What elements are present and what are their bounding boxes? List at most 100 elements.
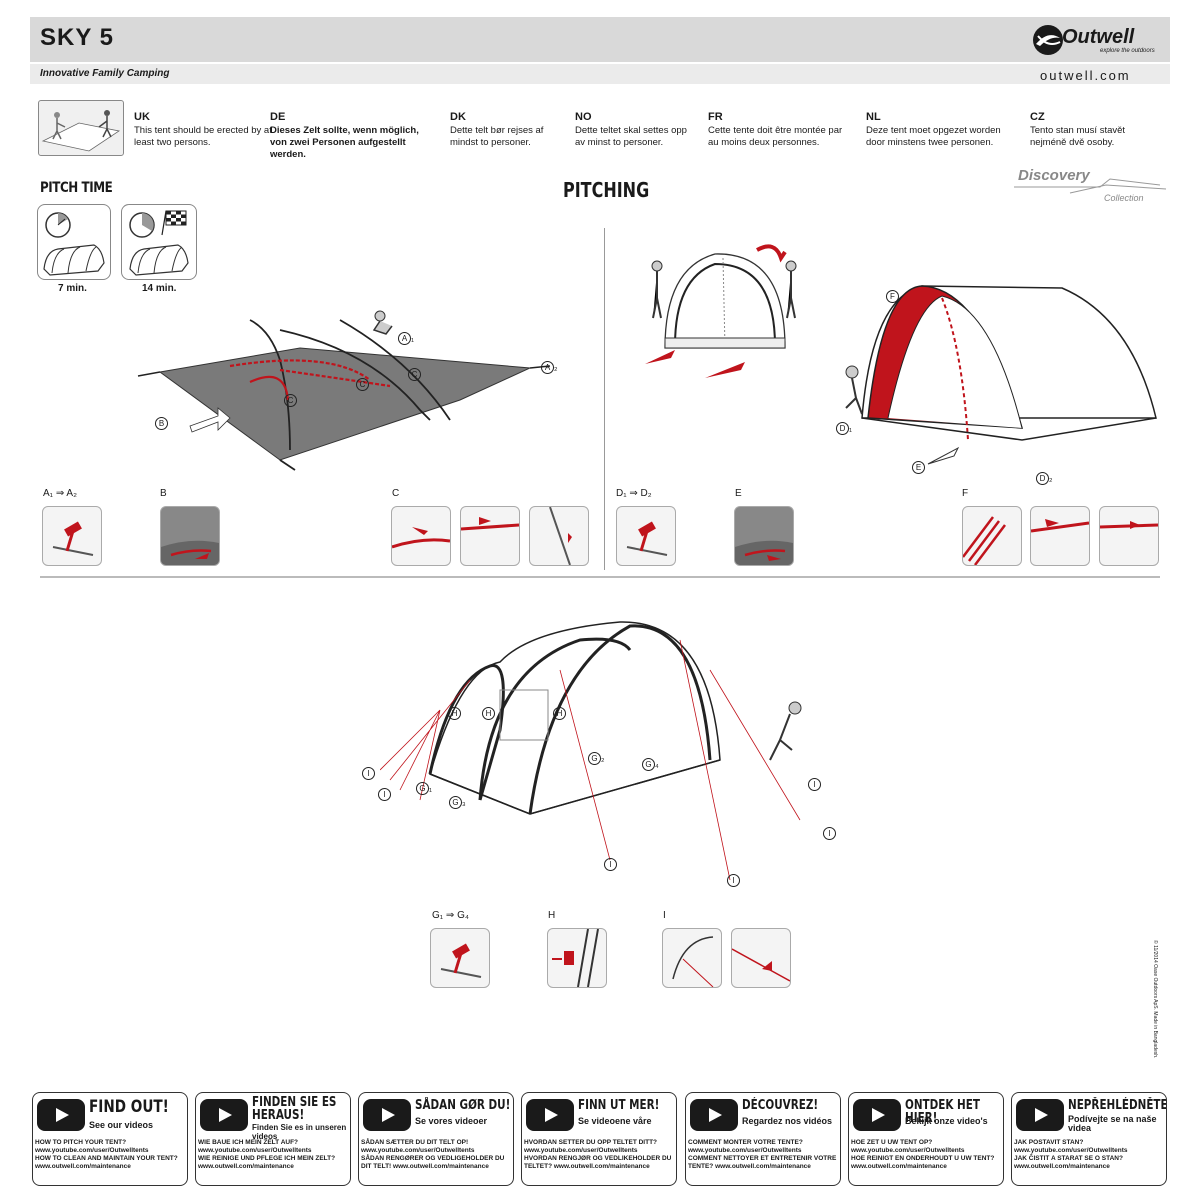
step-label-a: A₁ ⇒ A₂ — [43, 488, 77, 499]
footer-video-nl[interactable]: ONTDEK HET HIER! Bekijk onze video's HOE… — [848, 1092, 1004, 1186]
pole-sleeve-icon — [392, 527, 450, 549]
step-label-f: F — [962, 488, 969, 499]
callout-f-main: F — [886, 290, 899, 303]
step-label-b: B — [160, 488, 167, 499]
page-title: SKY 5 — [40, 24, 114, 51]
guyline-tent-icon — [672, 936, 714, 987]
pitch-time-card-2 — [121, 204, 197, 280]
step-i-image-1 — [662, 928, 722, 988]
lang-no: NO Dette teltet skal settes opp av minst… — [575, 111, 687, 148]
outer-tent-illustration — [845, 285, 1157, 465]
callout-e: E — [912, 461, 925, 474]
collection-logo-text: Collection — [1104, 193, 1144, 203]
callout-c-2: C — [408, 368, 421, 381]
clock-tent-icon — [43, 212, 105, 276]
step-label-h: H — [548, 910, 556, 921]
step-f-image-3 — [1099, 506, 1159, 566]
persons-sheet-icon — [41, 110, 121, 152]
groundsheet-illustration — [137, 310, 551, 471]
website-link[interactable]: outwell.com — [1040, 68, 1131, 83]
discovery-logo-text: Discovery — [1018, 167, 1090, 184]
step-d-image — [616, 506, 676, 566]
footer-video-no[interactable]: FINN UT MER! Se videoene våre HVORDAN SE… — [521, 1092, 677, 1186]
page-subtitle: Innovative Family Camping — [40, 68, 170, 79]
footer-video-dk[interactable]: SÅDAN GØR DU! Se vores videoer SÅDAN SÆT… — [358, 1092, 514, 1186]
step-c-image-3 — [529, 506, 589, 566]
peg-hammer-icon — [52, 521, 94, 556]
pole-join-icon — [1031, 519, 1089, 533]
step-e-image — [734, 506, 794, 566]
callout-h-3: H — [553, 707, 566, 720]
step-label-c: C — [392, 488, 400, 499]
step-label-d: D₁ ⇒ D₂ — [616, 488, 652, 499]
red-poles-icon — [963, 516, 1006, 565]
footer-video-cz[interactable]: NEPŘEHLÉDNĚTE! Podívejte se na naše vide… — [1011, 1092, 1167, 1186]
lang-de: DE Dieses Zelt sollte, wenn möglich, von… — [270, 111, 419, 160]
footer-video-fr[interactable]: DÉCOUVREZ! Regardez nos vidéos COMMENT M… — [685, 1092, 841, 1186]
callout-i-5: I — [604, 858, 617, 871]
pitch-time-1: 7 min. — [58, 283, 87, 294]
play-icon[interactable] — [37, 1099, 85, 1131]
callout-h-1: H — [448, 707, 461, 720]
callout-i-4: I — [823, 827, 836, 840]
step-i-image-2 — [731, 928, 791, 988]
lang-uk: UK This tent should be erected by at lea… — [134, 111, 272, 148]
brand-name: Outwell — [1062, 26, 1135, 48]
pitch-time-2: 14 min. — [142, 283, 177, 294]
pole-end-icon — [549, 507, 572, 565]
step-label-g: G₁ ⇒ G₄ — [432, 910, 469, 921]
step-c-image-2 — [460, 506, 520, 566]
callout-b: B — [155, 417, 168, 430]
step-label-e: E — [735, 488, 742, 499]
play-icon[interactable] — [690, 1099, 738, 1131]
step-c-image-1 — [391, 506, 451, 566]
step-f-image-1 — [962, 506, 1022, 566]
pole-clip-icon — [1100, 521, 1158, 529]
callout-c-1: C — [356, 378, 369, 391]
step-g-image — [430, 928, 490, 988]
pitch-time-card-1 — [37, 204, 111, 280]
subtitle-bar — [30, 64, 1170, 84]
lang-fr: FR Cette tente doit être montée par au m… — [708, 111, 843, 148]
step-label-i: I — [663, 910, 666, 921]
brand-tagline: explore the outdoors — [1100, 48, 1155, 54]
pole-insert-icon — [161, 540, 219, 565]
guyline-tension-icon — [732, 948, 790, 982]
callout-h-2: H — [482, 707, 495, 720]
play-icon[interactable] — [363, 1099, 411, 1131]
pitching-heading: PITCHING — [563, 178, 650, 202]
peg-hammer-icon-2 — [626, 521, 668, 556]
divider-vertical — [604, 228, 605, 570]
footer-video-de[interactable]: FINDEN SIE ES HERAUS! Finden Sie es in u… — [195, 1092, 351, 1186]
play-icon[interactable] — [526, 1099, 574, 1131]
pole-connect-icon — [461, 517, 519, 531]
two-persons-illustration — [38, 100, 124, 156]
discovery-collection-logo-icon — [1014, 178, 1167, 194]
footer-video-uk[interactable]: FIND OUT! See our videos HOW TO PITCH YO… — [32, 1092, 188, 1186]
peg-hammer-icon-3 — [440, 943, 482, 978]
guyed-tent-illustration — [380, 621, 802, 881]
callout-i-6: I — [727, 874, 740, 887]
step-f-image-2 — [1030, 506, 1090, 566]
play-icon[interactable] — [1016, 1099, 1064, 1131]
callout-i-1: I — [362, 767, 375, 780]
play-icon[interactable] — [200, 1099, 248, 1131]
lang-nl: NL Deze tent moet opgezet worden door mi… — [866, 111, 1001, 148]
pole-insert-icon-2 — [735, 540, 793, 565]
inner-tent-illustration — [645, 244, 797, 378]
callout-i-2: I — [378, 788, 391, 801]
step-h-image — [547, 928, 607, 988]
velcro-tab-icon — [552, 929, 599, 987]
callout-c-3: C — [284, 394, 297, 407]
step-a-image — [42, 506, 102, 566]
play-icon[interactable] — [853, 1099, 901, 1131]
header-bar — [30, 17, 1170, 62]
